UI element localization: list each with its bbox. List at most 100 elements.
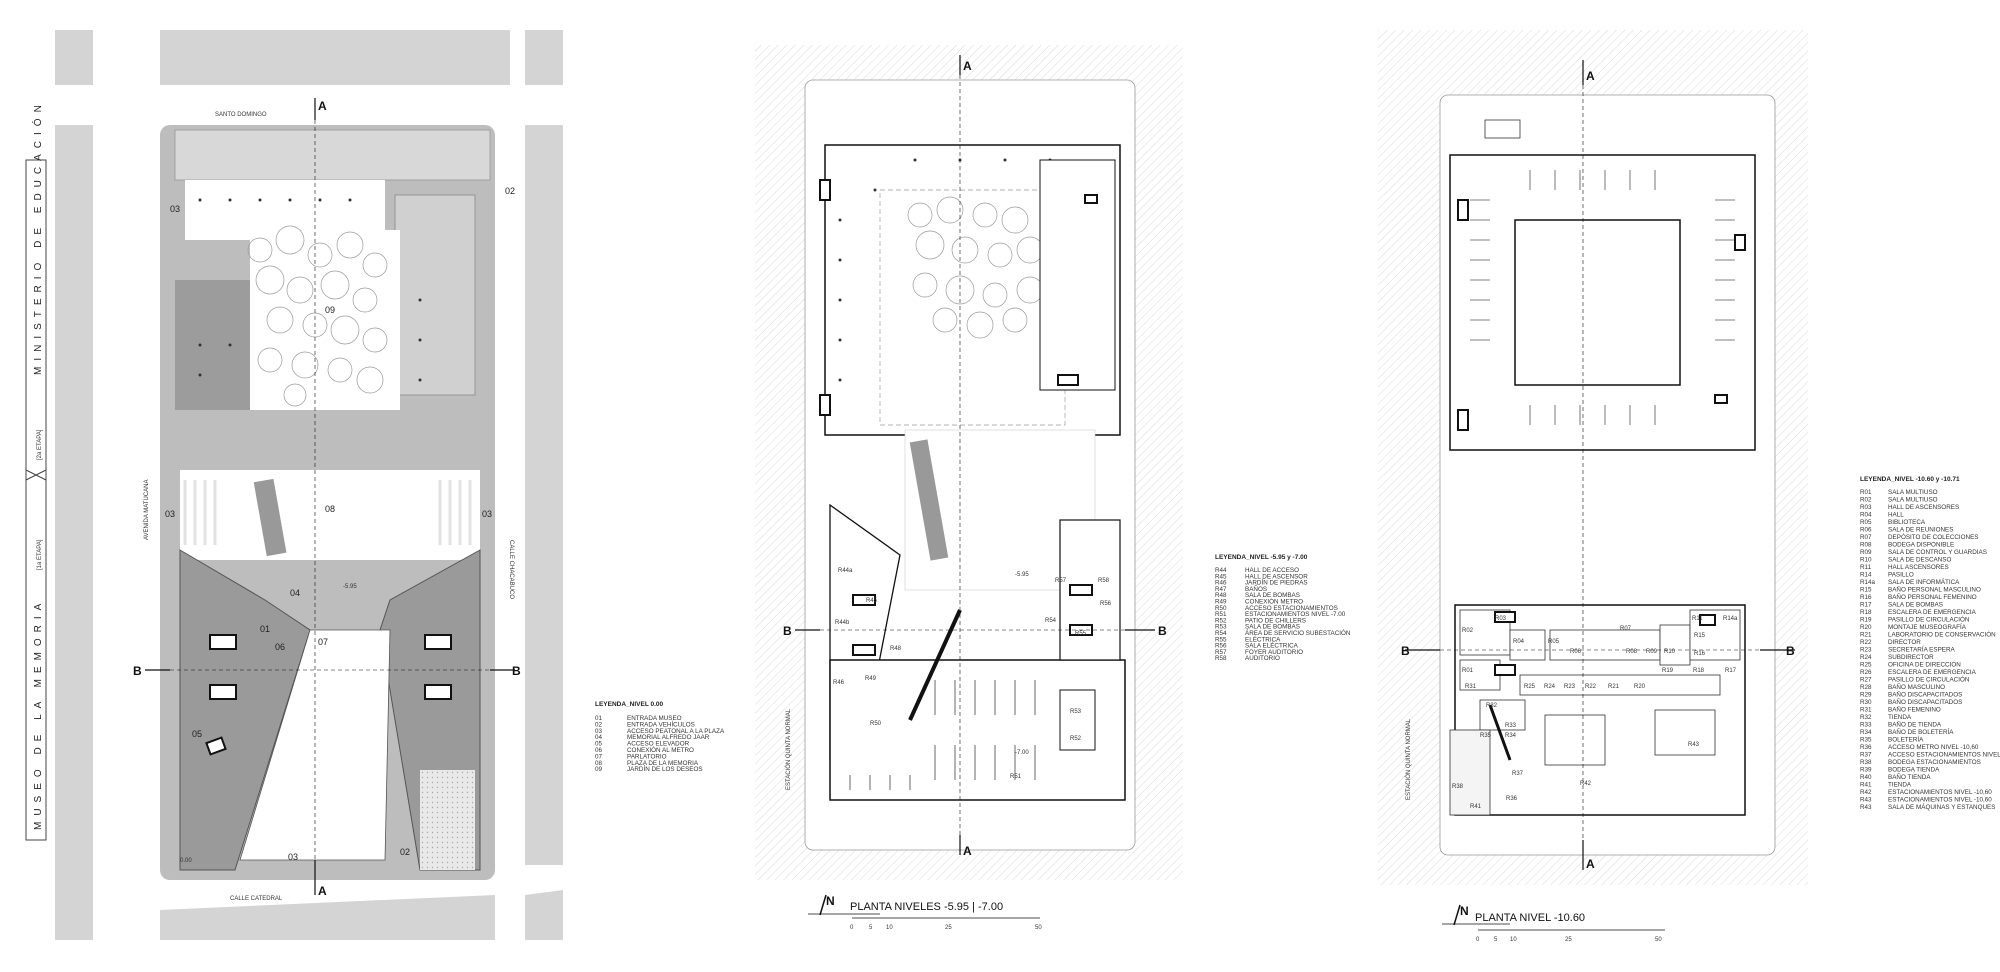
legend-code: R57 xyxy=(1215,649,1227,656)
plan2-title: PLANTA NIVELES -5.95 | -7.00 xyxy=(850,901,1003,913)
scale-0: 0 xyxy=(850,925,854,931)
legend-code: 07 xyxy=(595,753,603,760)
legend-code: R38 xyxy=(1860,759,1872,766)
metro-wall-3 xyxy=(1488,704,1512,761)
legend-code: R01 xyxy=(1860,489,1872,496)
street-block xyxy=(55,125,93,940)
label-01: 01 xyxy=(260,624,270,634)
legend-name: ESCALERA DE EMERGENCIA xyxy=(1888,669,1977,676)
estacion-label: ESTACIÓN QUINTA NORMAL xyxy=(785,708,792,790)
label-r43: R43 xyxy=(1688,742,1700,748)
label-03: 03 xyxy=(170,204,180,214)
label-r01: R01 xyxy=(1462,668,1474,674)
label-r15: R15 xyxy=(1694,633,1706,639)
plan3-title: PLANTA NIVEL -10.60 xyxy=(1475,912,1585,924)
label-r11: R11 xyxy=(1692,616,1703,622)
street-chacabuco: CALLE CHACABUCO xyxy=(508,540,514,599)
legend-code: R23 xyxy=(1860,647,1872,654)
label-r56: R56 xyxy=(1100,601,1112,607)
scale-50: 50 xyxy=(1035,925,1042,931)
label-03b: 03 xyxy=(165,509,175,519)
label-r06: R06 xyxy=(1570,649,1582,655)
service-volume xyxy=(1039,159,1116,391)
legend-name: SALA DE BOMBAS xyxy=(1888,602,1943,609)
legend-code: R49 xyxy=(1215,599,1227,606)
legend-code: 02 xyxy=(595,721,603,728)
section-b-left-2: B xyxy=(783,624,792,638)
north-mark-3: N xyxy=(1460,904,1469,918)
label-r54: R54 xyxy=(1045,618,1057,624)
legend-name: BODEGA ESTACIONAMIENTOS xyxy=(1888,759,1981,766)
legend-code: R37 xyxy=(1860,752,1872,759)
legend-code: R20 xyxy=(1860,624,1872,631)
legend-name: FOYER AUDITORIO xyxy=(1245,649,1303,656)
ministerio-title: MINISTERIO DE EDUCACIÓN xyxy=(31,99,44,375)
legend-code: R31 xyxy=(1860,707,1872,714)
label-r03: R03 xyxy=(1495,616,1507,622)
garden-area xyxy=(250,230,400,410)
legend-code: R53 xyxy=(1215,624,1227,631)
ministerio-building xyxy=(174,129,491,181)
legend-code: R26 xyxy=(1860,669,1872,676)
legend-code: R06 xyxy=(1860,527,1872,534)
label-r52: R52 xyxy=(1070,736,1082,742)
legend-name: ESTACIONAMIENTOS NIVEL -10,60 xyxy=(1888,797,1992,804)
label-r58: R58 xyxy=(1098,578,1110,584)
legend3-title: LEYENDA_NIVEL -10.60 y -10.71 xyxy=(1860,476,1960,483)
plan-level-595: A A B B ESTACIÓN QUINTA NORMAL R44a R45 … xyxy=(755,45,1183,931)
legend-code: R44 xyxy=(1215,567,1227,574)
legend-code: 03 xyxy=(595,728,603,735)
street-block xyxy=(525,125,563,865)
garden-trees xyxy=(247,225,388,407)
label-r31: R31 xyxy=(1465,684,1477,690)
label-07: 07 xyxy=(318,637,328,647)
label-r14a: R14a xyxy=(1723,616,1738,622)
memorial-volume xyxy=(253,478,287,557)
label-r22: R22 xyxy=(1585,684,1597,690)
street-block xyxy=(55,30,93,85)
legend-name: SALA DE BOMBAS xyxy=(1245,592,1300,599)
label-r38: R38 xyxy=(1452,784,1464,790)
section-a-top-2: A xyxy=(963,59,972,73)
legend-name: PARLATORIO xyxy=(627,753,667,760)
legend-name: DIRECTOR xyxy=(1888,639,1921,646)
legend-name: TIENDA xyxy=(1888,714,1912,721)
legend-code: R52 xyxy=(1215,617,1227,624)
section-a-bottom: A xyxy=(318,884,327,898)
legend-code: R32 xyxy=(1860,714,1872,721)
legend-name: MONTAJE MUSEOGRAFÍA xyxy=(1888,622,1967,631)
legend-code: R56 xyxy=(1215,643,1227,650)
label-r02: R02 xyxy=(1462,628,1474,634)
legend-name: SALA DE MÁQUINAS Y ESTANQUES xyxy=(1888,802,1995,811)
estacion-label-3: ESTACIÓN QUINTA NORMAL xyxy=(1405,718,1412,800)
legend-code: R33 xyxy=(1860,722,1872,729)
label-r05: R05 xyxy=(1548,639,1560,645)
street-matucana: AVENIDA MATUCANA xyxy=(144,480,150,540)
legend-code: R08 xyxy=(1860,542,1872,549)
label-r36: R36 xyxy=(1506,796,1518,802)
legend-code: R35 xyxy=(1860,737,1872,744)
label-r08: R08 xyxy=(1626,649,1638,655)
legend-name: ENTRADA MUSEO xyxy=(627,715,682,722)
legend-code: R11 xyxy=(1860,564,1872,571)
legend-name: BAÑOS xyxy=(1245,584,1267,593)
level-595: -5.95 xyxy=(1015,572,1029,578)
label-03d: 03 xyxy=(288,852,298,862)
label-r48: R48 xyxy=(890,646,902,652)
legend2-title: LEYENDA_NIVEL -5.95 y -7.00 xyxy=(1215,554,1308,561)
legend-code: 04 xyxy=(595,734,603,741)
scale3-50: 50 xyxy=(1655,937,1662,943)
section-a-top-3: A xyxy=(1586,69,1595,83)
label-09: 09 xyxy=(325,305,335,315)
scale-bar-2: 0 5 10 25 50 xyxy=(850,917,1042,931)
section-b-left-3: B xyxy=(1401,644,1410,658)
legend-name: SALA DE BOMBAS xyxy=(1245,624,1300,631)
legend-code: R50 xyxy=(1215,605,1227,612)
legend-code: R24 xyxy=(1860,654,1872,661)
legend-code: 09 xyxy=(595,766,603,773)
plan-level-1060: A A B B ESTACIÓN QUINTA NORMAL R01 R02 R… xyxy=(1378,30,1808,943)
legend-name: ACCESO ESTACIONAMIENTOS xyxy=(1245,605,1338,612)
legend-name: BAÑO DE BOLETERÍA xyxy=(1888,727,1954,736)
legend-name: ACCESO ESTACIONAMIENTOS NIVEL -10,60 xyxy=(1888,752,2000,759)
